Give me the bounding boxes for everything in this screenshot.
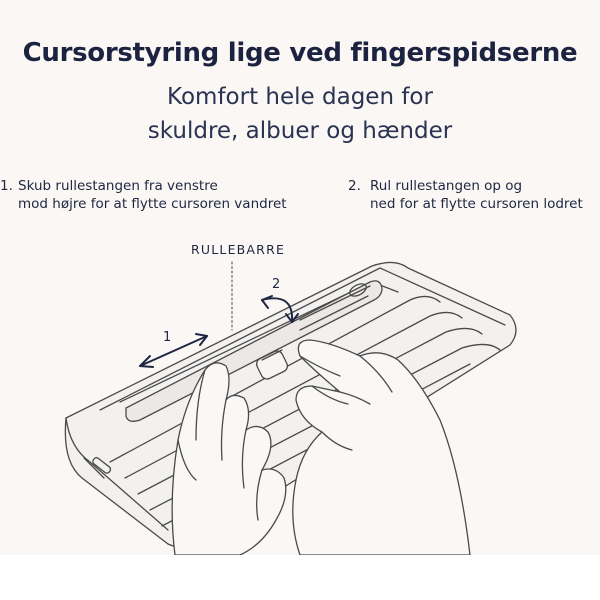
left-hand [171, 362, 287, 556]
step-2: 2. Rul rullestangen op og ned for at flyt… [348, 177, 600, 213]
arrow-2-label: 2 [272, 277, 281, 292]
step-2-line-1: Rul rullestangen op og [370, 178, 523, 194]
rollerbar [125, 280, 383, 422]
page-title: Cursorstyring lige ved fingerspidserne [22, 38, 578, 68]
rollerbar-label: RULLEBARRE [191, 242, 286, 257]
bottom-band [0, 555, 600, 600]
subtitle-line-1: Komfort hele dagen for [167, 84, 433, 110]
scroll-wheel [255, 350, 289, 380]
arrow-1-label: 1 [163, 330, 172, 345]
right-hand [292, 339, 471, 556]
subtitle-line-2: skuldre, albuer og hænder [147, 118, 453, 144]
rollerbar-illustration [64, 261, 517, 556]
step-2-line-2: ned for at flytte cursoren lodret [370, 196, 583, 212]
arrow-2-rotate [261, 295, 299, 323]
step-1-number: 1. [0, 178, 13, 194]
scroll-wheel-detail [261, 349, 283, 361]
arrow-1-horizontal [139, 333, 208, 368]
step-1-line-2: mod højre for at flytte cursoren vandret [18, 196, 287, 212]
step-2-number: 2. [348, 178, 361, 194]
step-1-line-1: Skub rullestangen fra venstre [18, 178, 218, 194]
step-1: 1. Skub rullestangen fra venstre mod højr… [0, 177, 320, 213]
